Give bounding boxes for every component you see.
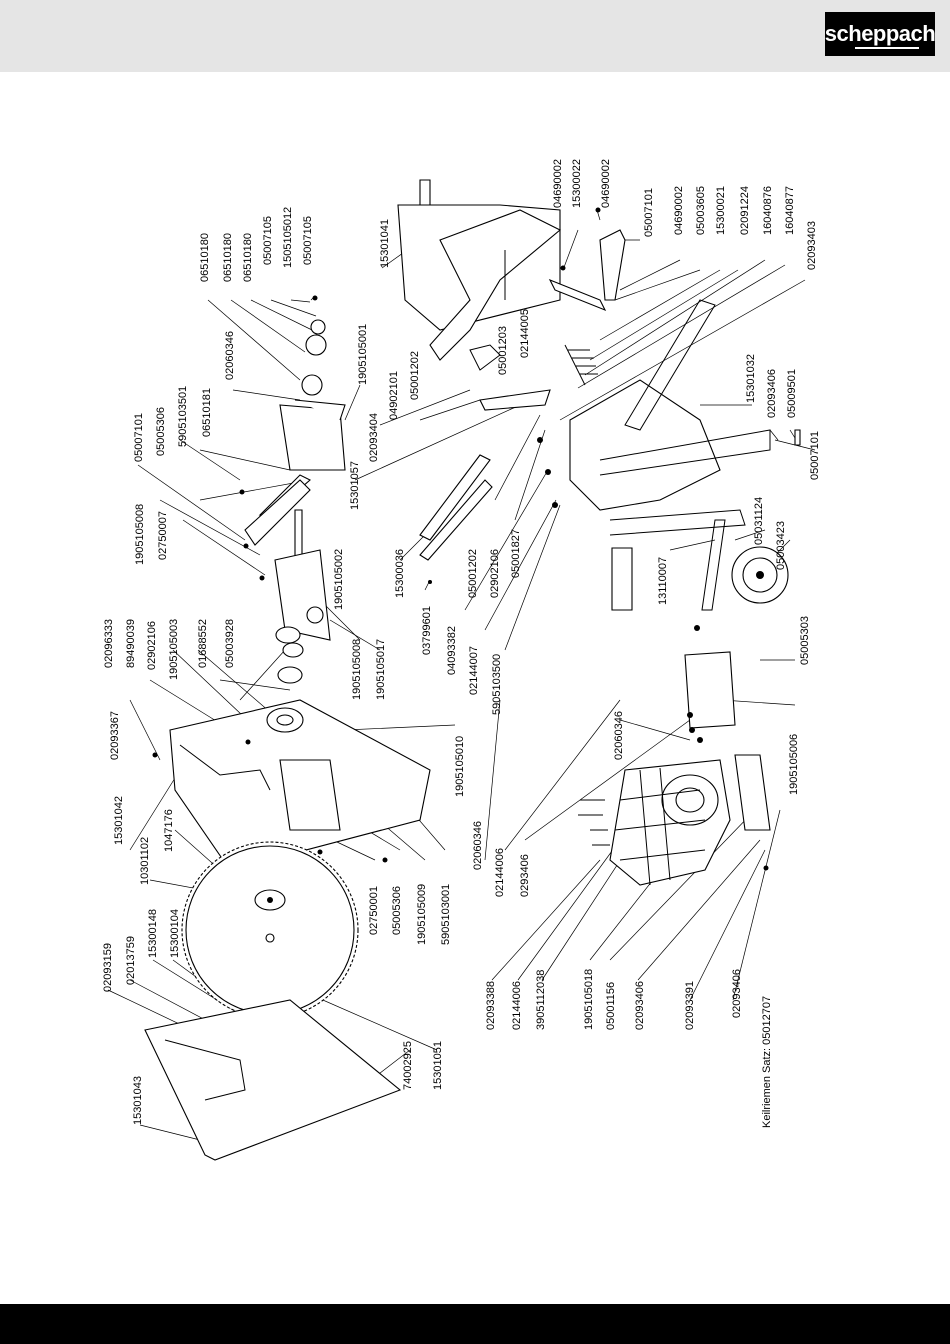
part-label: 05005303 [799, 616, 811, 665]
part-label: 02093159 [102, 943, 114, 992]
part-label: 02060346 [472, 821, 484, 870]
part-label: 05007101 [643, 188, 655, 237]
part-labels: 06510180 06510180 06510180 05007105 1505… [102, 159, 821, 1128]
part-label: 05003928 [224, 619, 236, 668]
part-label: 1905105001 [357, 324, 369, 385]
part-label: 02093404 [368, 413, 380, 462]
part-label: 05001156 [605, 982, 617, 1030]
part-label: 06510180 [222, 233, 234, 282]
part-label: 16040877 [784, 186, 796, 235]
scheppach-logo: scheppach [825, 12, 936, 56]
part-label: 05007105 [262, 216, 274, 265]
part-label: 1905105008 [134, 504, 146, 565]
part-label: 06510181 [201, 388, 213, 437]
part-label: 1047176 [163, 809, 175, 852]
part-label: 13110007 [657, 557, 669, 605]
part-label: 1905105018 [583, 969, 595, 1030]
part-label: 02902106 [489, 549, 501, 598]
part-label: 05007101 [809, 431, 821, 480]
part-label: 02060346 [613, 711, 625, 760]
part-label: 1905105003 [168, 619, 180, 680]
part-label: 02093406 [731, 969, 743, 1018]
part-label: 15301032 [745, 354, 757, 403]
part-label: 04093382 [446, 626, 458, 675]
part-label: 02144005 [519, 309, 531, 358]
part-label: 02750001 [368, 886, 380, 935]
part-label: 1905105009 [416, 884, 428, 945]
part-label: Keilriemen Satz: 05012707 [761, 996, 773, 1128]
part-label: 05001203 [497, 326, 509, 375]
part-label: 05005306 [391, 886, 403, 935]
part-label: 01688552 [197, 619, 209, 668]
part-label: 06510180 [199, 233, 211, 282]
part-label: 15301043 [132, 1076, 144, 1125]
part-label: 05001202 [409, 351, 421, 400]
part-label: 04902101 [388, 371, 400, 420]
part-label: 02060346 [224, 331, 236, 380]
part-label: 5905103501 [177, 386, 189, 447]
part-label: 16040876 [762, 186, 774, 235]
part-label: 02093403 [806, 221, 818, 270]
part-label: 05001827 [510, 529, 522, 578]
part-label: 02902106 [146, 621, 158, 670]
part-label: 04690002 [552, 159, 564, 208]
part-label: 05005306 [155, 407, 167, 456]
part-label: 10301102 [139, 837, 151, 885]
part-label: 06510180 [242, 233, 254, 282]
part-label: 02750007 [157, 511, 169, 560]
part-label: 1905105017 [375, 639, 387, 700]
part-label: 02013759 [125, 936, 137, 985]
part-label: 04690002 [673, 186, 685, 235]
part-label: 3905112038 [535, 970, 547, 1030]
part-label: 02144007 [468, 646, 480, 695]
part-label: 1905105008 [351, 639, 363, 700]
part-label: 15300036 [394, 549, 406, 598]
part-label: 05007101 [133, 413, 145, 462]
page-header-band: scheppach [0, 0, 950, 72]
part-label: 15300104 [169, 909, 181, 958]
part-label: 02093388 [485, 981, 497, 1030]
part-label: 05003423 [775, 521, 787, 570]
part-label: 02096333 [103, 619, 115, 668]
part-label: 89490039 [125, 619, 137, 668]
part-label: 02093391 [684, 981, 696, 1030]
part-label: 1905105006 [788, 734, 800, 795]
part-label: 15301051 [432, 1041, 444, 1090]
part-label: 02144006 [494, 848, 506, 897]
page-footer-band [0, 1304, 950, 1344]
part-label: 0293406 [519, 854, 531, 897]
part-label: 05001202 [467, 549, 479, 598]
part-label: 02091224 [739, 186, 751, 235]
part-label: 15301041 [379, 219, 391, 268]
part-label: 05003605 [695, 186, 707, 235]
part-label: 03799601 [421, 606, 433, 655]
part-label: 15300148 [147, 909, 159, 958]
part-label: 02093367 [109, 711, 121, 760]
part-label: 1905105002 [333, 549, 345, 610]
part-label: 5905103500 [491, 654, 503, 715]
part-label: 15300021 [715, 186, 727, 235]
part-label: 1905105010 [454, 736, 466, 797]
part-label: 02093406 [766, 369, 778, 418]
part-label: 05007105 [302, 216, 314, 265]
part-label: 1505105012 [282, 207, 294, 268]
exploded-parts-diagram: 06510180 06510180 06510180 05007105 1505… [102, 159, 821, 1161]
part-label: 05009501 [786, 369, 798, 418]
part-label: 15300022 [571, 159, 583, 208]
parts-drawings [144, 179, 801, 1161]
part-label: 74002925 [402, 1041, 414, 1090]
part-label: 04690002 [600, 159, 612, 208]
leader-lines [107, 209, 816, 1141]
part-label: 15301042 [113, 796, 125, 845]
part-label: 05031124 [753, 497, 765, 545]
part-label: 15301057 [349, 461, 361, 510]
part-label: 02093406 [634, 981, 646, 1030]
part-label: 02144006 [511, 981, 523, 1030]
part-label: 5905103001 [440, 884, 452, 945]
